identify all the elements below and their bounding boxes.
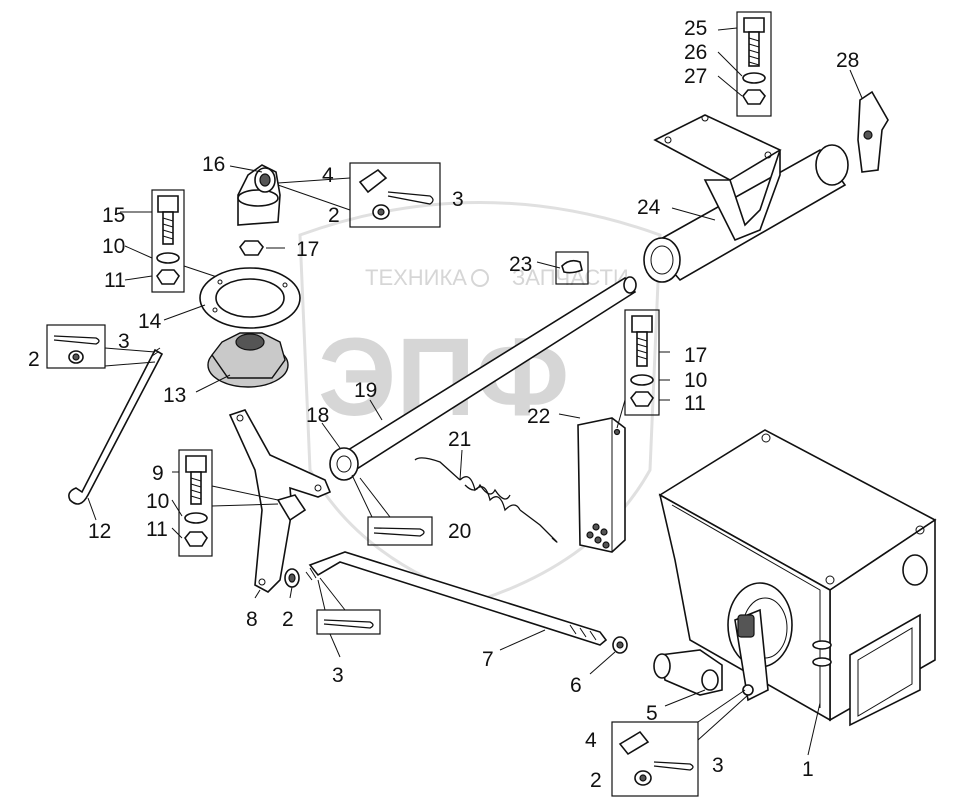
label-1: 1	[802, 758, 814, 781]
pin-group-bottom	[611, 689, 749, 797]
label-14: 14	[138, 310, 162, 333]
label-5: 5	[646, 702, 658, 725]
watermark-text-left: ТЕХНИКА	[365, 265, 467, 290]
label-4: 4	[585, 729, 597, 752]
label-4: 4	[322, 164, 334, 187]
pin-group-top	[277, 162, 441, 228]
gear-icon	[471, 269, 489, 287]
label-3: 3	[332, 664, 344, 687]
label-15: 15	[102, 204, 125, 227]
label-24: 24	[637, 196, 661, 219]
bracket-part-22	[577, 417, 626, 553]
label-8: 8	[246, 608, 258, 631]
pin-group-rod	[316, 577, 381, 635]
label-3: 3	[118, 330, 130, 353]
label-6: 6	[570, 674, 582, 697]
label-20: 20	[448, 520, 471, 543]
label-19: 19	[354, 379, 377, 402]
fastener-group-15-11	[151, 189, 221, 293]
label-26: 26	[684, 41, 707, 64]
tube-part-24	[643, 114, 849, 283]
label-13: 13	[163, 384, 186, 407]
spring-part-21	[414, 457, 558, 543]
label-9: 9	[152, 462, 164, 485]
label-11: 11	[104, 269, 126, 292]
pin-part-20	[351, 474, 433, 546]
label-7: 7	[482, 648, 494, 671]
lever-part-8	[228, 409, 332, 593]
label-3: 3	[452, 188, 464, 211]
rod-part-12	[68, 347, 164, 505]
label-3: 3	[712, 754, 724, 777]
washer-part-2	[284, 568, 300, 588]
label-2: 2	[28, 348, 40, 371]
pin-group-left	[46, 324, 156, 369]
nut-part-6	[612, 636, 628, 654]
fastener-group-9-11	[178, 449, 279, 557]
label-25: 25	[684, 17, 707, 40]
label-11: 11	[684, 392, 706, 415]
label-2: 2	[282, 608, 294, 631]
clevis-part-5	[653, 649, 723, 696]
latch-part-28	[857, 90, 889, 173]
watermark-logo: ЭПФ	[318, 316, 569, 439]
label-11: 11	[146, 518, 168, 541]
rod-part-7	[305, 551, 608, 646]
shaft-part-19	[329, 276, 637, 481]
label-22: 22	[527, 405, 550, 428]
label-17: 17	[684, 344, 707, 367]
part-labels: 1 2 2 2 2 3 3 3 3 4 4 5 6 7 8 9 10 10 10…	[28, 17, 859, 792]
housing-part-1	[658, 429, 937, 727]
key-part-23	[555, 251, 589, 285]
flange-part-14	[199, 267, 301, 329]
label-21: 21	[448, 428, 471, 451]
label-10: 10	[146, 490, 169, 513]
label-27: 27	[684, 65, 707, 88]
nut-part-17	[239, 240, 264, 256]
label-10: 10	[102, 235, 125, 258]
label-17: 17	[296, 238, 319, 261]
label-2: 2	[590, 769, 602, 792]
label-10: 10	[684, 369, 707, 392]
label-2: 2	[328, 204, 340, 227]
label-28: 28	[836, 49, 859, 72]
leader-lines	[87, 27, 863, 756]
label-16: 16	[202, 153, 225, 176]
bearing-part-16	[237, 164, 281, 226]
fastener-group-25-27	[736, 11, 772, 117]
label-23: 23	[509, 253, 532, 276]
boot-part-13	[207, 332, 289, 388]
fastener-group-17-11	[616, 309, 660, 429]
label-12: 12	[88, 520, 111, 543]
label-18: 18	[306, 404, 329, 427]
